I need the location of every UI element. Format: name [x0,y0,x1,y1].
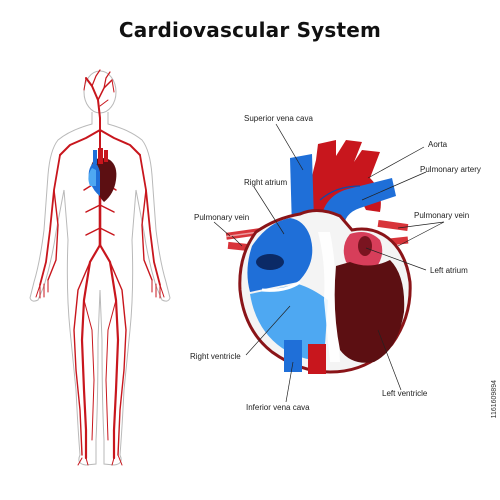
body-outline [29,112,171,466]
artery-network [35,69,165,466]
stock-id: 1161609894 [491,380,498,419]
label-right-ventricle: Right ventricle [190,352,241,361]
label-superior-vena-cava: Superior vena cava [244,114,313,123]
left-ventricle-chamber [334,260,405,363]
label-pulmonary-vein-left: Pulmonary vein [194,213,249,222]
superior-vena-cava-vessel [290,154,314,228]
body-head-outline [83,70,117,114]
heart-illustration [225,140,412,374]
label-leaders [213,123,445,403]
label-inferior-vena-cava: Inferior vena cava [246,403,310,412]
label-pulmonary-vein-right: Pulmonary vein [414,211,469,220]
right-atrium-chamber [247,218,313,292]
right-ventricle-chamber [250,284,328,361]
label-pulmonary-artery: Pulmonary artery [420,165,481,174]
label-aorta: Aorta [428,140,448,149]
page-title: Cardiovascular System [118,18,382,42]
label-left-ventricle: Left ventricle [382,389,428,398]
label-right-atrium: Right atrium [244,178,287,187]
right-atrium-opening [256,254,284,270]
descending-aorta-vessel [308,344,326,374]
septum [318,232,340,362]
body-heart-icon [88,148,117,202]
label-left-atrium: Left atrium [430,266,468,275]
inferior-vena-cava-vessel [284,340,302,372]
